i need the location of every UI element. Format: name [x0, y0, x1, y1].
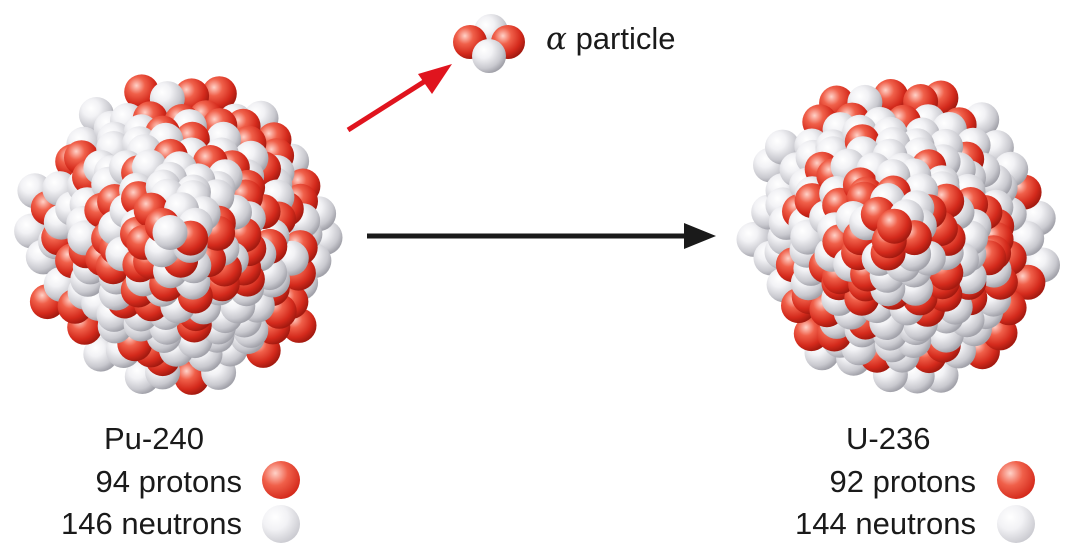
- alpha-particle-cluster: [453, 14, 525, 73]
- daughter-protons-label: 92 protons: [829, 464, 977, 499]
- alpha-particle-label: α particle: [546, 23, 676, 55]
- alpha-neutron: [472, 39, 506, 73]
- alpha-symbol: α: [546, 21, 567, 57]
- pu-240-neutron: [152, 215, 188, 250]
- u-236-proton: [1010, 264, 1046, 300]
- neutron-legend-swatch-right: [997, 505, 1035, 543]
- proton-legend-swatch-right: [997, 461, 1035, 499]
- parent-protons-label: 94 protons: [95, 464, 243, 499]
- pu-240-nucleus: [14, 74, 343, 395]
- reaction-arrow: [367, 223, 716, 249]
- parent-name: Pu-240: [104, 421, 204, 456]
- proton-legend-swatch: [262, 461, 300, 499]
- daughter-neutrons-label: 144 neutrons: [795, 506, 976, 541]
- u-236-proton: [877, 208, 912, 244]
- neutron-legend-swatch: [262, 505, 300, 543]
- alpha-emission-arrow: [346, 64, 452, 133]
- parent-neutrons-label: 146 neutrons: [61, 506, 242, 541]
- u-236-nucleus: [736, 79, 1060, 394]
- daughter-name: U-236: [846, 421, 931, 456]
- alpha-particle-text: particle: [575, 21, 676, 56]
